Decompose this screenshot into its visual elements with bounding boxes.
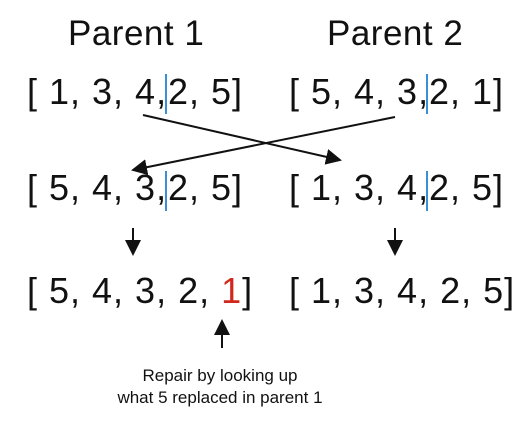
- parent-1-array-right: 2, 5]: [168, 71, 244, 112]
- child-2-array-right: 2, 5]: [429, 167, 505, 208]
- child-2-cut-marker: [426, 171, 428, 211]
- parent-2-title: Parent 2: [327, 14, 464, 53]
- repaired-value: 1: [221, 270, 243, 311]
- repaired-child-1-values: [ 5, 4, 3, 2,: [27, 270, 211, 311]
- parent-1-title: Parent 1: [68, 14, 205, 53]
- repaired-child-1: [ 5, 4, 3, 2, 1]: [27, 270, 253, 312]
- repaired-child-1-close: ]: [242, 270, 254, 311]
- repair-note-line-1: Repair by looking up: [142, 366, 298, 385]
- repair-note-line-2: what 5 replaced in parent 1: [117, 388, 323, 407]
- crossover-arrow-to-child-1: [131, 116, 396, 176]
- child-2-array-left: [ 1, 3, 4,: [289, 167, 430, 208]
- parent-1-cut-marker: [165, 74, 167, 114]
- parent-2-array-left: [ 5, 4, 3,: [289, 71, 430, 112]
- parent-2-cut-marker: [426, 74, 428, 114]
- crossover-arrow-to-child-2: [142, 114, 342, 165]
- parent-1-array-left: [ 1, 3, 4,: [27, 71, 168, 112]
- repaired-child-2: [ 1, 3, 4, 2, 5]: [289, 270, 516, 311]
- parent-2-array-right: 2, 1]: [429, 71, 505, 112]
- child-1-cut-marker: [165, 171, 167, 211]
- repair-note: Repair by looking up what 5 replaced in …: [70, 365, 370, 409]
- child-1-array-left: [ 5, 4, 3,: [27, 167, 168, 208]
- child-1-array-right: 2, 5]: [168, 167, 244, 208]
